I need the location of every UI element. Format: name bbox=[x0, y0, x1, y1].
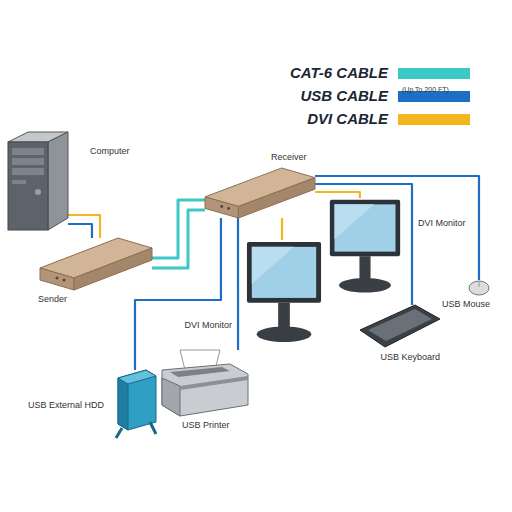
printer-node: USB Printer bbox=[160, 350, 250, 418]
device-label: USB Keyboard bbox=[380, 352, 440, 363]
computer-tower bbox=[8, 130, 68, 230]
cable-length-note: (Up To 200 FT) bbox=[402, 85, 449, 94]
mouse-figure bbox=[468, 280, 490, 296]
device-label: USB Mouse bbox=[442, 299, 490, 310]
legend-row: DVI CABLE bbox=[250, 110, 480, 133]
device-label: Computer bbox=[90, 146, 130, 157]
legend-row: CAT-6 CABLE bbox=[250, 64, 480, 87]
cable bbox=[315, 184, 412, 305]
cable bbox=[135, 218, 221, 370]
cable bbox=[281, 218, 283, 240]
printer-figure bbox=[160, 350, 250, 418]
sender-node: Sender bbox=[40, 238, 152, 290]
legend-text: USB CABLE bbox=[300, 87, 388, 105]
legend-text: DVI CABLE bbox=[307, 110, 388, 128]
extender-box bbox=[205, 168, 315, 218]
device-label: DVI Monitor bbox=[418, 218, 466, 229]
cable-legend: CAT-6 CABLE USB CABLE DVI CABLE bbox=[250, 64, 480, 133]
cable bbox=[315, 176, 479, 280]
device-label: USB External HDD bbox=[28, 400, 104, 411]
monitor-figure bbox=[328, 198, 402, 298]
device-label: Sender bbox=[38, 294, 67, 305]
cable bbox=[237, 218, 239, 350]
legend-swatch bbox=[398, 114, 470, 125]
cable bbox=[68, 215, 100, 238]
hdd-figure bbox=[110, 370, 160, 440]
monitor-node: DVI Monitor bbox=[245, 240, 323, 348]
extender-box bbox=[40, 238, 152, 290]
monitor-node: DVI Monitor bbox=[328, 198, 402, 298]
computer-node: Computer bbox=[8, 130, 68, 230]
legend-swatch bbox=[398, 68, 470, 79]
device-label: DVI Monitor bbox=[184, 320, 232, 331]
keyboard-figure bbox=[360, 305, 440, 350]
cable bbox=[68, 224, 92, 238]
legend-text: CAT-6 CABLE bbox=[290, 64, 388, 82]
mouse-node: USB Mouse bbox=[468, 280, 490, 296]
receiver-node: Receiver bbox=[205, 168, 315, 218]
device-label: Receiver bbox=[271, 152, 307, 163]
keyboard-node: USB Keyboard bbox=[360, 305, 440, 350]
hdd-node: USB External HDD bbox=[110, 370, 160, 440]
cable bbox=[152, 210, 205, 268]
monitor-figure bbox=[245, 240, 323, 348]
cable bbox=[315, 192, 360, 198]
device-label: USB Printer bbox=[182, 420, 230, 431]
